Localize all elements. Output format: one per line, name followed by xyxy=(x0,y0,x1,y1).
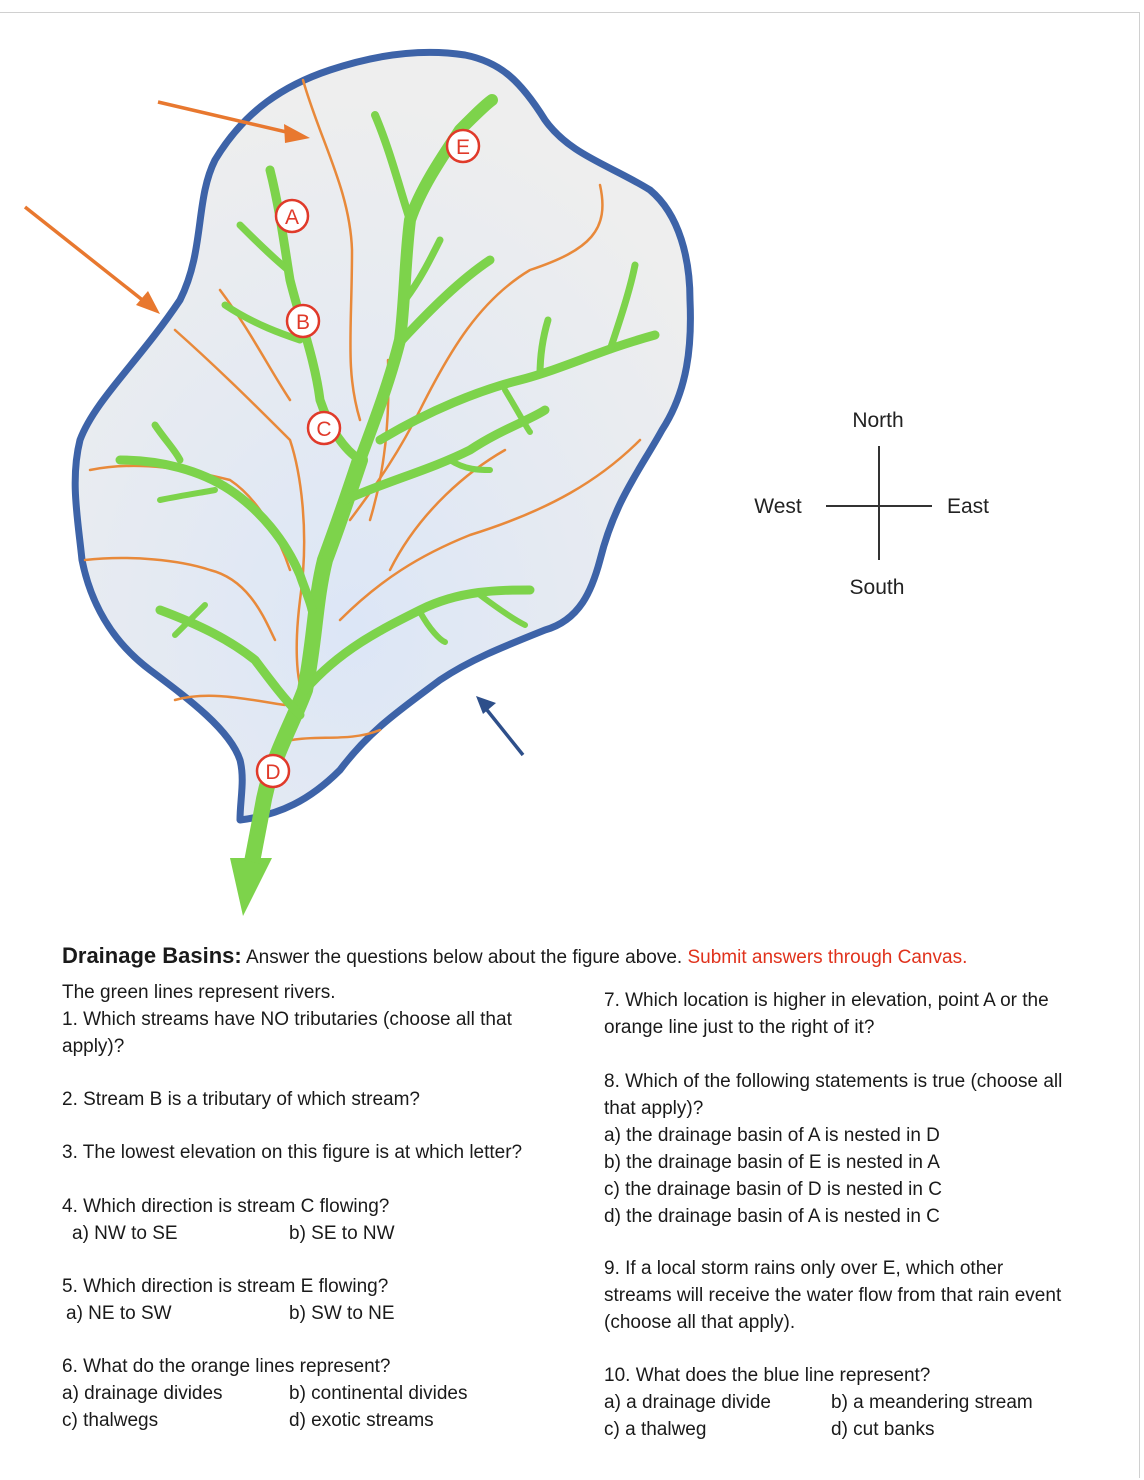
divide-line xyxy=(301,78,362,422)
river-b-branch xyxy=(221,301,304,344)
question-10: 10. What does the blue line represent? a… xyxy=(604,1362,1104,1443)
option-10b[interactable]: b) a meandering stream xyxy=(831,1392,1033,1413)
option-5b[interactable]: b) SW to NE xyxy=(289,1303,395,1324)
svg-text:B: B xyxy=(296,311,310,334)
svg-text:D: D xyxy=(265,761,280,784)
option-4a[interactable]: a) NW to SE xyxy=(72,1223,178,1244)
option-8c[interactable]: c) the drainage basin of D is nested in … xyxy=(604,1179,942,1200)
river-main-trunk xyxy=(254,452,368,818)
divide-line xyxy=(348,183,604,522)
heading-subtitle: Answer the questions below about the fig… xyxy=(241,947,688,968)
question-1: 1. Which streams have NO tributaries (ch… xyxy=(62,1009,512,1057)
orange-arrows xyxy=(23,100,296,308)
question-2: 2. Stream B is a tributary of which stre… xyxy=(62,1089,420,1110)
option-6c[interactable]: c) thalwegs xyxy=(62,1410,159,1431)
heading-title: Drainage Basins: xyxy=(62,943,242,968)
river-right-upper-2 xyxy=(401,236,444,304)
river-main-upper xyxy=(354,94,498,466)
question-6-text: 6. What do the orange lines represent? xyxy=(62,1356,391,1377)
drainage-basin-figure: A B C D E North South West East xyxy=(23,48,989,916)
page-frame xyxy=(0,12,1140,1478)
river-right-upper xyxy=(397,255,495,345)
orange-arrow-top xyxy=(157,100,296,136)
river-lower-right-fork xyxy=(477,592,528,628)
question-5: 5. Which direction is stream E flowing? … xyxy=(62,1273,542,1327)
option-5a[interactable]: a) NE to SW xyxy=(66,1303,172,1324)
river-far-right-fork2 xyxy=(536,316,552,379)
compass-west: West xyxy=(754,495,802,518)
label-b: B xyxy=(285,303,321,339)
drainage-divides xyxy=(83,78,642,742)
orange-arrowhead-top xyxy=(284,124,310,143)
option-6b[interactable]: b) continental divides xyxy=(289,1383,468,1404)
intro-text: The green lines represent rivers. xyxy=(62,982,336,1003)
navy-arrowhead xyxy=(476,696,496,714)
option-6a[interactable]: a) drainage divides xyxy=(62,1383,223,1404)
compass-north: North xyxy=(852,409,903,432)
option-10a[interactable]: a) a drainage divide xyxy=(604,1392,771,1413)
label-d: D xyxy=(255,753,291,789)
river-far-right-fork1 xyxy=(606,261,639,354)
divide-line xyxy=(338,438,642,622)
question-9: 9. If a local storm rains only over E, w… xyxy=(604,1258,1062,1333)
svg-text:E: E xyxy=(456,136,470,159)
compass-rose: North South West East xyxy=(754,409,989,599)
river-mid-right-fork xyxy=(447,457,493,473)
outflow-arrowhead xyxy=(230,858,272,916)
divide-line xyxy=(173,328,307,702)
question-5-text: 5. Which direction is stream E flowing? xyxy=(62,1276,389,1297)
intro-and-q1: The green lines represent rivers. 1. Whi… xyxy=(62,979,562,1060)
outflow-shaft xyxy=(244,808,270,864)
question-4-text: 4. Which direction is stream C flowing? xyxy=(62,1196,390,1217)
divide-line xyxy=(173,694,287,707)
river-lower-right-fork2 xyxy=(417,609,448,645)
river-left-upper-fork2 xyxy=(157,487,218,503)
river-left-lower-fork xyxy=(172,602,208,638)
question-5-options: a) NE to SW b) SW to NE xyxy=(62,1300,542,1327)
option-8d[interactable]: d) the drainage basin of A is nested in … xyxy=(604,1206,940,1227)
question-4-options: a) NW to SE b) SE to NW xyxy=(62,1220,542,1247)
option-10c[interactable]: c) a thalweg xyxy=(604,1419,707,1440)
divide-line xyxy=(388,448,507,572)
label-e: E xyxy=(445,128,481,164)
label-a: A xyxy=(274,198,310,234)
question-7: 7. Which location is higher in elevation… xyxy=(604,990,1049,1038)
option-8b[interactable]: b) the drainage basin of E is nested in … xyxy=(604,1152,940,1173)
question-10-text: 10. What does the blue line represent? xyxy=(604,1365,931,1386)
heading-instruction: Submit answers through Canvas. xyxy=(687,947,968,968)
river-a-branch xyxy=(236,221,292,274)
question-6: 6. What do the orange lines represent? a… xyxy=(62,1353,542,1434)
question-8-text: 8. Which of the following statements is … xyxy=(604,1071,1063,1119)
question-6-options-row2: c) thalwegs d) exotic streams xyxy=(62,1407,542,1434)
orange-arrowhead-left xyxy=(136,291,160,314)
divide-line xyxy=(218,288,292,402)
question-3: 3. The lowest elevation on this figure i… xyxy=(62,1142,523,1163)
river-mid-right xyxy=(340,405,550,505)
divide-line xyxy=(83,556,277,642)
compass-south: South xyxy=(850,576,905,599)
question-10-options-row2: c) a thalweg d) cut banks xyxy=(604,1416,1104,1443)
river-left-upper xyxy=(115,455,317,615)
river-far-right xyxy=(375,330,660,445)
question-8: 8. Which of the following statements is … xyxy=(604,1068,1094,1230)
option-8a[interactable]: a) the drainage basin of A is nested in … xyxy=(604,1125,940,1146)
svg-text:C: C xyxy=(316,418,331,441)
option-4b[interactable]: b) SE to NW xyxy=(289,1223,395,1244)
option-10d[interactable]: d) cut banks xyxy=(831,1419,935,1440)
svg-text:A: A xyxy=(285,206,299,229)
river-left-upper-fork xyxy=(151,421,184,464)
option-6d[interactable]: d) exotic streams xyxy=(289,1410,434,1431)
river-mid-left xyxy=(314,516,344,584)
divide-line xyxy=(290,728,382,742)
question-10-options-row1: a) a drainage divide b) a meandering str… xyxy=(604,1389,1104,1416)
compass-east: East xyxy=(947,495,989,518)
question-6-options-row1: a) drainage divides b) continental divid… xyxy=(62,1380,542,1407)
orange-arrow-left xyxy=(23,205,152,308)
river-e-top-branch xyxy=(371,111,414,224)
heading: Drainage Basins: Answer the questions be… xyxy=(62,942,967,972)
navy-arrow xyxy=(481,703,525,757)
question-4: 4. Which direction is stream C flowing? … xyxy=(62,1193,542,1247)
label-c: C xyxy=(306,410,342,446)
